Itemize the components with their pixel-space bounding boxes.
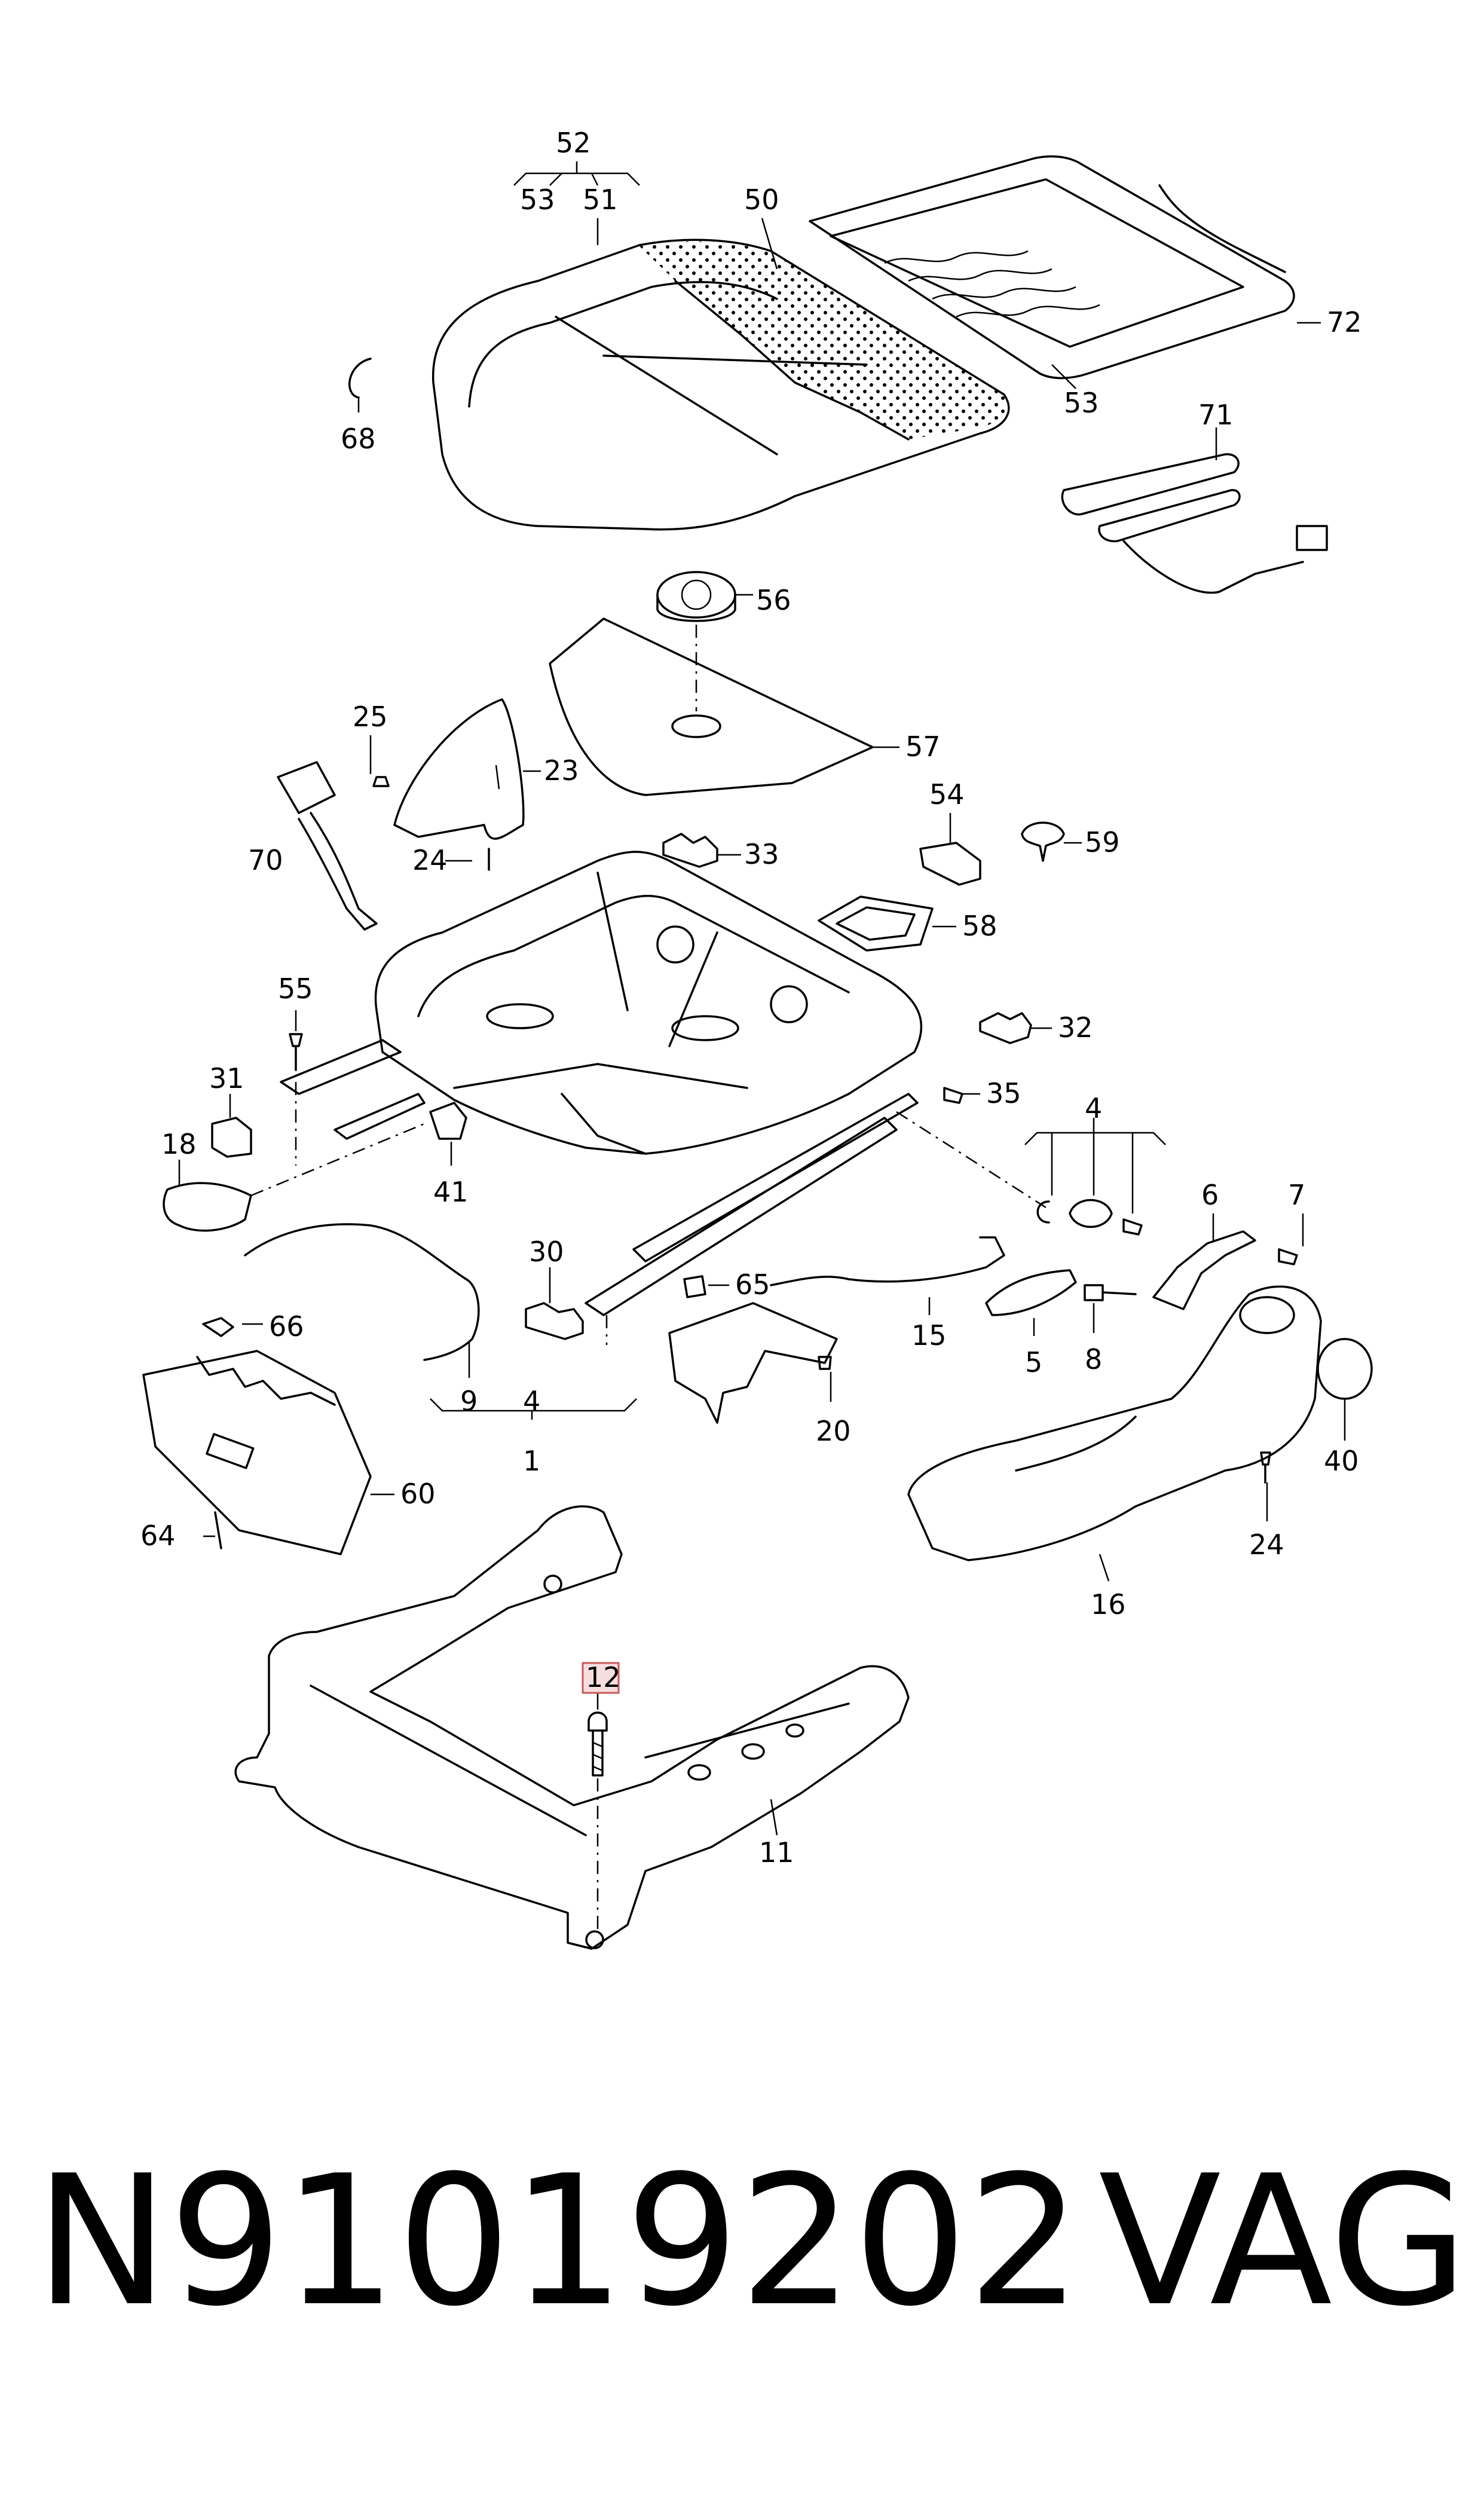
callout-4: 4 [1085, 1092, 1102, 1124]
part-number-label: N91019202 [35, 2137, 1082, 2346]
callout-11: 11 [759, 1836, 794, 1869]
callout-33: 33 [744, 838, 779, 870]
adjuster-4 [1069, 1199, 1113, 1228]
seat-frame [374, 851, 923, 1155]
gasket-58 [818, 895, 934, 952]
callout-68: 68 [341, 423, 376, 455]
callout-50: 50 [744, 184, 779, 216]
callout-12-highlight-box [582, 1662, 620, 1694]
clip-68 [348, 357, 372, 399]
cap-40 [1317, 1338, 1373, 1400]
foam-pad-57 [549, 617, 874, 796]
callout-56: 56 [756, 584, 791, 616]
callout-15: 15 [911, 1319, 947, 1352]
callout-24: 24 [1249, 1528, 1284, 1561]
screw-35 [943, 1087, 963, 1104]
sensor-54 [919, 842, 981, 886]
clip-32 [979, 1012, 1032, 1044]
handle-18 [163, 1182, 252, 1232]
callout-65: 65 [735, 1268, 770, 1301]
callout-23: 23 [544, 754, 579, 787]
callout-55: 55 [278, 973, 313, 1005]
callout-53: 53 [1064, 387, 1099, 419]
callout-70: 70 [248, 844, 283, 876]
connector-8 [1084, 1284, 1137, 1301]
callout-4: 4 [523, 1385, 540, 1417]
callout-25: 25 [353, 701, 388, 733]
screw-4 [1122, 1218, 1143, 1236]
occupancy-sensor-mat [1061, 453, 1328, 594]
callout-59: 59 [1085, 826, 1120, 858]
cable-15 [770, 1236, 1005, 1286]
seat-rails [280, 1039, 919, 1316]
callout-72: 72 [1327, 306, 1362, 338]
callout-41: 41 [433, 1176, 469, 1208]
side-cover-16 [907, 1285, 1322, 1561]
bracket-20 [668, 1302, 838, 1424]
callout-35: 35 [986, 1077, 1021, 1109]
callout-32: 32 [1058, 1011, 1093, 1044]
callout-40: 40 [1324, 1445, 1359, 1477]
callout-16: 16 [1091, 1588, 1126, 1621]
callout-58: 58 [962, 910, 998, 942]
lever-6 [1152, 1230, 1256, 1310]
bolt-12 [588, 1711, 608, 1777]
callout-60: 60 [400, 1478, 436, 1510]
callout-1: 1 [523, 1445, 540, 1477]
screw-24b [1260, 1451, 1271, 1484]
clip-4 [1036, 1200, 1050, 1224]
screw-55 [289, 1033, 303, 1071]
callout-31: 31 [209, 1062, 244, 1095]
leader-lines [178, 161, 1346, 1836]
seat-cushion [432, 239, 1010, 531]
callout-12: 12 [586, 1661, 621, 1693]
callout-54: 54 [929, 778, 965, 811]
brand-label: VAG [1099, 2137, 1468, 2346]
callout-5: 5 [1025, 1346, 1042, 1378]
callout-8: 8 [1085, 1343, 1102, 1375]
clip-31 [211, 1117, 252, 1158]
seat-ventilation-fan [656, 571, 736, 622]
clip-65 [683, 1275, 706, 1298]
lower-frame-11 [234, 1505, 910, 1950]
callout-30: 30 [529, 1236, 564, 1268]
callout-20: 20 [816, 1415, 851, 1447]
callout-52: 52 [556, 127, 591, 159]
callout-51: 51 [583, 184, 618, 216]
callout-7: 7 [1288, 1179, 1305, 1211]
side-trim-23 [372, 698, 525, 871]
callout-66: 66 [269, 1310, 304, 1343]
plug-59 [1021, 821, 1065, 862]
seat-heater-mat [809, 155, 1295, 380]
handle-5 [985, 1269, 1077, 1316]
callout-57: 57 [905, 730, 941, 763]
callout-6: 6 [1201, 1179, 1219, 1211]
callout-24: 24 [412, 844, 448, 876]
module-60 [142, 1317, 372, 1555]
callout-18: 18 [161, 1128, 197, 1160]
callout-53: 53 [520, 184, 555, 216]
bracket-30 [525, 1302, 584, 1340]
screw-7 [1278, 1248, 1298, 1265]
callout-71: 71 [1198, 399, 1234, 431]
bracket-41 [429, 1102, 467, 1140]
seat-belt-buckle [277, 761, 378, 931]
callout-64: 64 [140, 1520, 176, 1552]
cable-9 [244, 1223, 480, 1361]
callout-9: 9 [460, 1385, 478, 1417]
clip-33 [662, 833, 718, 868]
callout-labels: 52 53 51 50 72 68 53 71 56 57 25 23 70 2… [140, 127, 1362, 1869]
